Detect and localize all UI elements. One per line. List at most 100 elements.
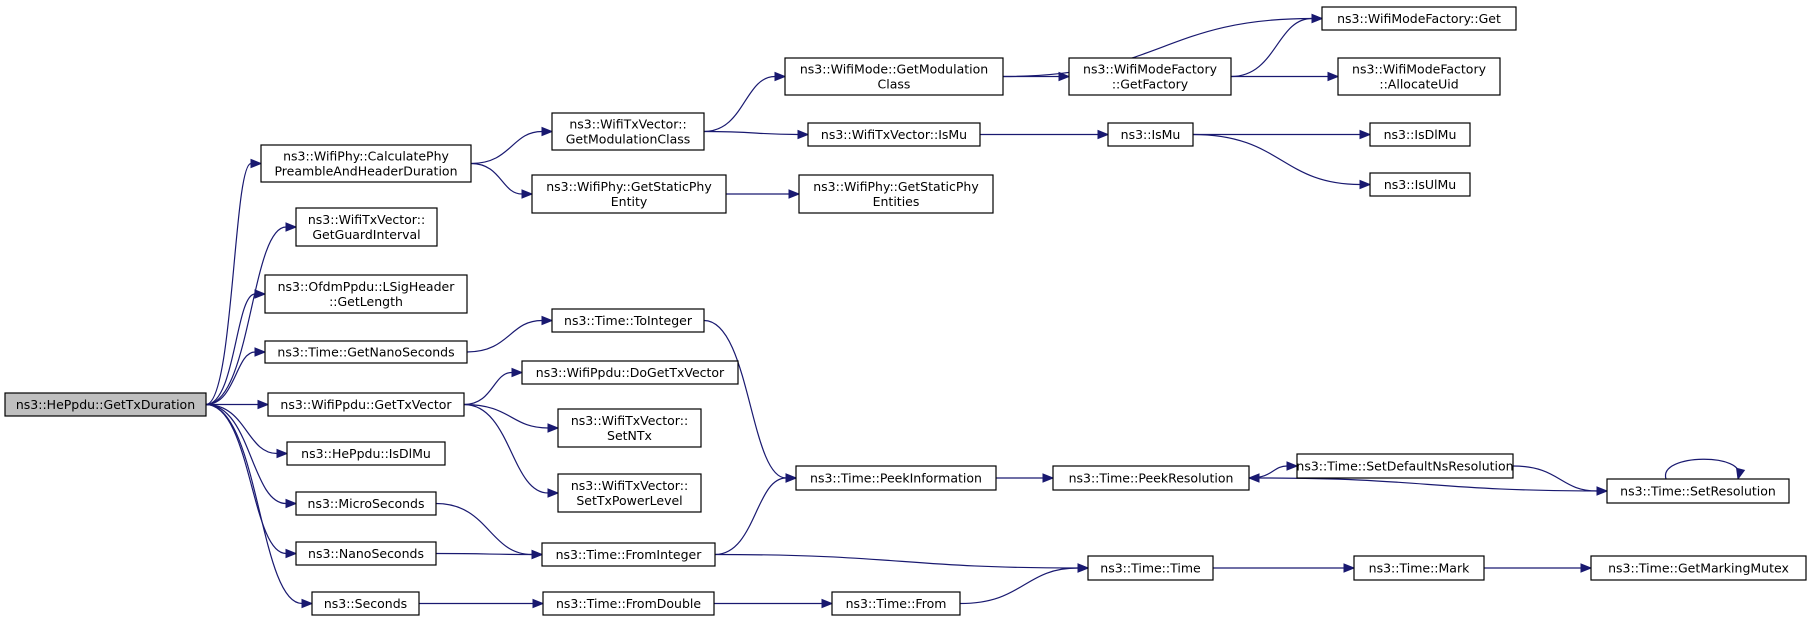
- graph-node[interactable]: ns3::IsDlMu: [1369, 122, 1471, 147]
- node-label: ::AllocateUid: [1379, 77, 1458, 92]
- node-box: [795, 465, 997, 491]
- graph-node[interactable]: ns3::Time::Time: [1087, 555, 1214, 581]
- node-label: ns3::Time::PeekResolution: [1069, 471, 1234, 486]
- graph-node[interactable]: ns3::Time::PeekResolution: [1052, 465, 1250, 491]
- node-label: ns3::WifiPhy::GetStaticPhy: [813, 179, 979, 194]
- graph-node[interactable]: ns3::OfdmPpdu::LSigHeader::GetLength: [264, 274, 468, 314]
- graph-node[interactable]: ns3::WifiTxVector::SetNTx: [557, 408, 702, 448]
- node-box: [784, 57, 1004, 96]
- graph-node[interactable]: ns3::WifiTxVector::IsMu: [807, 122, 981, 147]
- edge-n0-n4: [205, 347, 267, 406]
- edge-n5-n15: [463, 403, 560, 498]
- node-box: [1296, 453, 1514, 479]
- graph-node[interactable]: ns3::WifiMode::GetModulationClass: [784, 57, 1004, 96]
- node-box: [295, 541, 437, 566]
- graph-node[interactable]: ns3::WifiTxVector::GetGuardInterval: [295, 207, 438, 247]
- graph-node[interactable]: ns3::MicroSeconds: [295, 491, 437, 516]
- node-label: ns3::HePpdu::GetTxDuration: [16, 397, 195, 412]
- node-label: Entity: [611, 194, 648, 209]
- graph-node[interactable]: ns3::Time::FromInteger: [541, 542, 716, 567]
- node-label: ns3::Time::SetDefaultNsResolution: [1296, 459, 1513, 474]
- node-box: [1369, 122, 1471, 147]
- node-label: Entities: [873, 194, 920, 209]
- graph-node[interactable]: ns3::IsUlMu: [1369, 172, 1471, 197]
- node-label: ns3::Time::Mark: [1369, 561, 1470, 576]
- node-box: [1087, 555, 1214, 581]
- graph-node[interactable]: ns3::Seconds: [311, 591, 420, 616]
- node-box: [798, 174, 994, 214]
- edge-n0-n7: [205, 403, 298, 509]
- node-label: GetModulationClass: [566, 132, 691, 147]
- graph-node[interactable]: ns3::HePpdu::IsDlMu: [286, 441, 446, 466]
- node-box: [4, 392, 207, 417]
- node-label: ns3::MicroSeconds: [308, 496, 425, 511]
- graph-node[interactable]: ns3::Time::PeekInformation: [795, 465, 997, 491]
- graph-node[interactable]: ns3::Time::SetDefaultNsResolution: [1296, 453, 1514, 479]
- edge-n11-n20: [725, 189, 801, 199]
- node-label: ns3::WifiModeFactory::Get: [1337, 11, 1501, 26]
- node-label: ns3::WifiPpdu::GetTxVector: [280, 397, 452, 412]
- graph-node[interactable]: ns3::Time::GetMarkingMutex: [1590, 555, 1807, 581]
- graph-node[interactable]: ns3::HePpdu::GetTxDuration: [4, 392, 207, 417]
- node-box: [531, 174, 727, 214]
- graph-node[interactable]: ns3::WifiModeFactory::GetFactory: [1068, 57, 1232, 96]
- node-box: [1052, 465, 1250, 491]
- node-label: ns3::WifiModeFactory: [1352, 62, 1487, 77]
- node-box: [1353, 555, 1485, 581]
- edge-n16-n26: [714, 553, 1090, 573]
- graph-node[interactable]: ns3::WifiPpdu::DoGetTxVector: [521, 360, 739, 385]
- edge-n0-n6: [205, 403, 289, 459]
- edge-n1-n11: [470, 162, 534, 199]
- edge-n1-n10: [470, 126, 554, 165]
- graph-node[interactable]: ns3::WifiTxVector::SetTxPowerLevel: [557, 473, 702, 513]
- graph-node[interactable]: ns3::Time::From: [831, 591, 961, 616]
- edge-n33-n25: [1247, 473, 1608, 492]
- node-box: [551, 308, 705, 333]
- node-label: ns3::Time::FromInteger: [556, 547, 703, 562]
- edge-n8-n16: [435, 549, 544, 560]
- graph-node[interactable]: ns3::WifiModeFactory::AllocateUid: [1337, 57, 1501, 96]
- node-box: [1337, 57, 1501, 96]
- node-label: ns3::NanoSeconds: [308, 546, 424, 561]
- node-box: [557, 408, 702, 448]
- graph-node[interactable]: ns3::WifiPpdu::GetTxVector: [267, 392, 465, 417]
- edge-n24-n29: [1193, 129, 1372, 140]
- node-box: [264, 274, 468, 314]
- node-label: ns3::Time::GetNanoSeconds: [277, 345, 454, 360]
- graph-node[interactable]: ns3::Time::GetNanoSeconds: [264, 340, 468, 364]
- edge-n12-n21: [703, 319, 798, 483]
- node-box: [1321, 6, 1517, 31]
- node-box: [557, 473, 702, 513]
- graph-node[interactable]: ns3::WifiPhy::CalculatePhyPreambleAndHea…: [260, 144, 472, 183]
- graph-node[interactable]: ns3::Time::FromDouble: [542, 591, 715, 616]
- node-label: ns3::WifiTxVector::: [571, 413, 688, 428]
- graph-node[interactable]: ns3::IsMu: [1107, 122, 1194, 147]
- node-box: [831, 591, 961, 616]
- node-label: ns3::Seconds: [324, 596, 407, 611]
- graph-node[interactable]: ns3::Time::SetResolution: [1606, 478, 1790, 504]
- edge-n23-n27: [1230, 13, 1324, 78]
- node-label: ns3::Time::Time: [1100, 561, 1201, 576]
- node-label: Class: [878, 77, 911, 92]
- edge-n10-n19: [703, 129, 810, 140]
- node-box: [521, 360, 739, 385]
- graph-node[interactable]: ns3::Time::Mark: [1353, 555, 1485, 581]
- node-box: [311, 591, 420, 616]
- node-label: ns3::Time::ToInteger: [564, 313, 693, 328]
- node-label: SetNTx: [607, 428, 652, 443]
- node-label: ns3::WifiMode::GetModulation: [800, 62, 988, 77]
- node-box: [260, 144, 472, 183]
- edge-n0-n1: [205, 158, 263, 406]
- node-box: [541, 542, 716, 567]
- node-box: [1068, 57, 1232, 96]
- graph-node[interactable]: ns3::NanoSeconds: [295, 541, 437, 566]
- edge-n0-n3: [205, 289, 267, 406]
- edge-n23-n28: [1231, 71, 1340, 82]
- graph-node[interactable]: ns3::Time::ToInteger: [551, 308, 705, 333]
- edge-n9-n17: [419, 598, 545, 609]
- graph-node[interactable]: ns3::WifiModeFactory::Get: [1321, 6, 1517, 31]
- graph-node[interactable]: ns3::WifiTxVector::GetModulationClass: [551, 112, 705, 151]
